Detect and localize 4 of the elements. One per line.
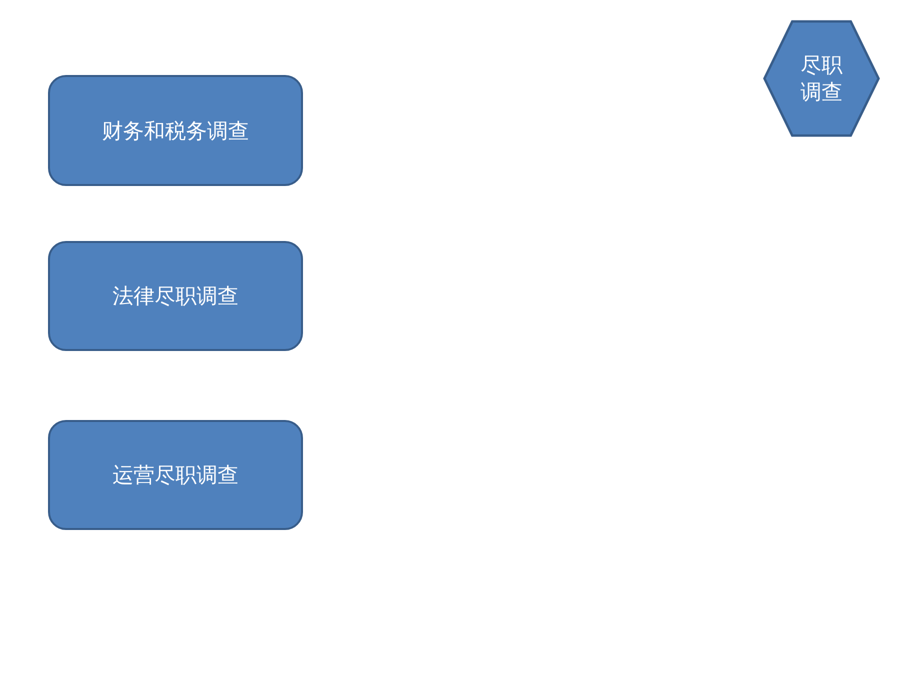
hexagon: 尽职调查 — [763, 20, 880, 137]
process-box: 法律尽职调查 — [48, 241, 303, 351]
process-box: 财务和税务调查 — [48, 75, 303, 186]
process-box: 运营尽职调查 — [48, 420, 303, 530]
